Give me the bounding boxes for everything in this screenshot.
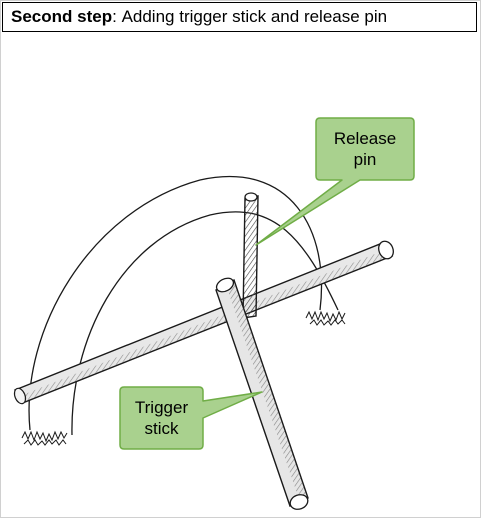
step-label: Second step <box>11 7 113 26</box>
trigger-stick-callout <box>119 386 263 450</box>
trigger-stick-label: Trigger stick <box>120 397 203 439</box>
release-pin-callout <box>255 117 415 246</box>
release-pin-label: Release pin <box>316 128 414 170</box>
release-pin-label-line1: Release <box>333 129 397 148</box>
crossbar-stick <box>13 240 394 405</box>
trigger-stick <box>215 277 309 510</box>
release-pin-label-line2: pin <box>353 150 377 169</box>
step-description: Adding trigger stick and release pin <box>121 7 388 26</box>
sapling-end-right <box>305 310 346 326</box>
step-separator: : <box>112 7 117 26</box>
release-pin <box>242 192 259 319</box>
trigger-stick-label-line1: Trigger <box>134 398 189 417</box>
bent-sapling <box>28 175 339 436</box>
trigger-stick-label-line2: stick <box>144 419 179 438</box>
step-header: Second step: Adding trigger stick and re… <box>2 2 477 32</box>
sapling-end-left <box>21 430 68 446</box>
